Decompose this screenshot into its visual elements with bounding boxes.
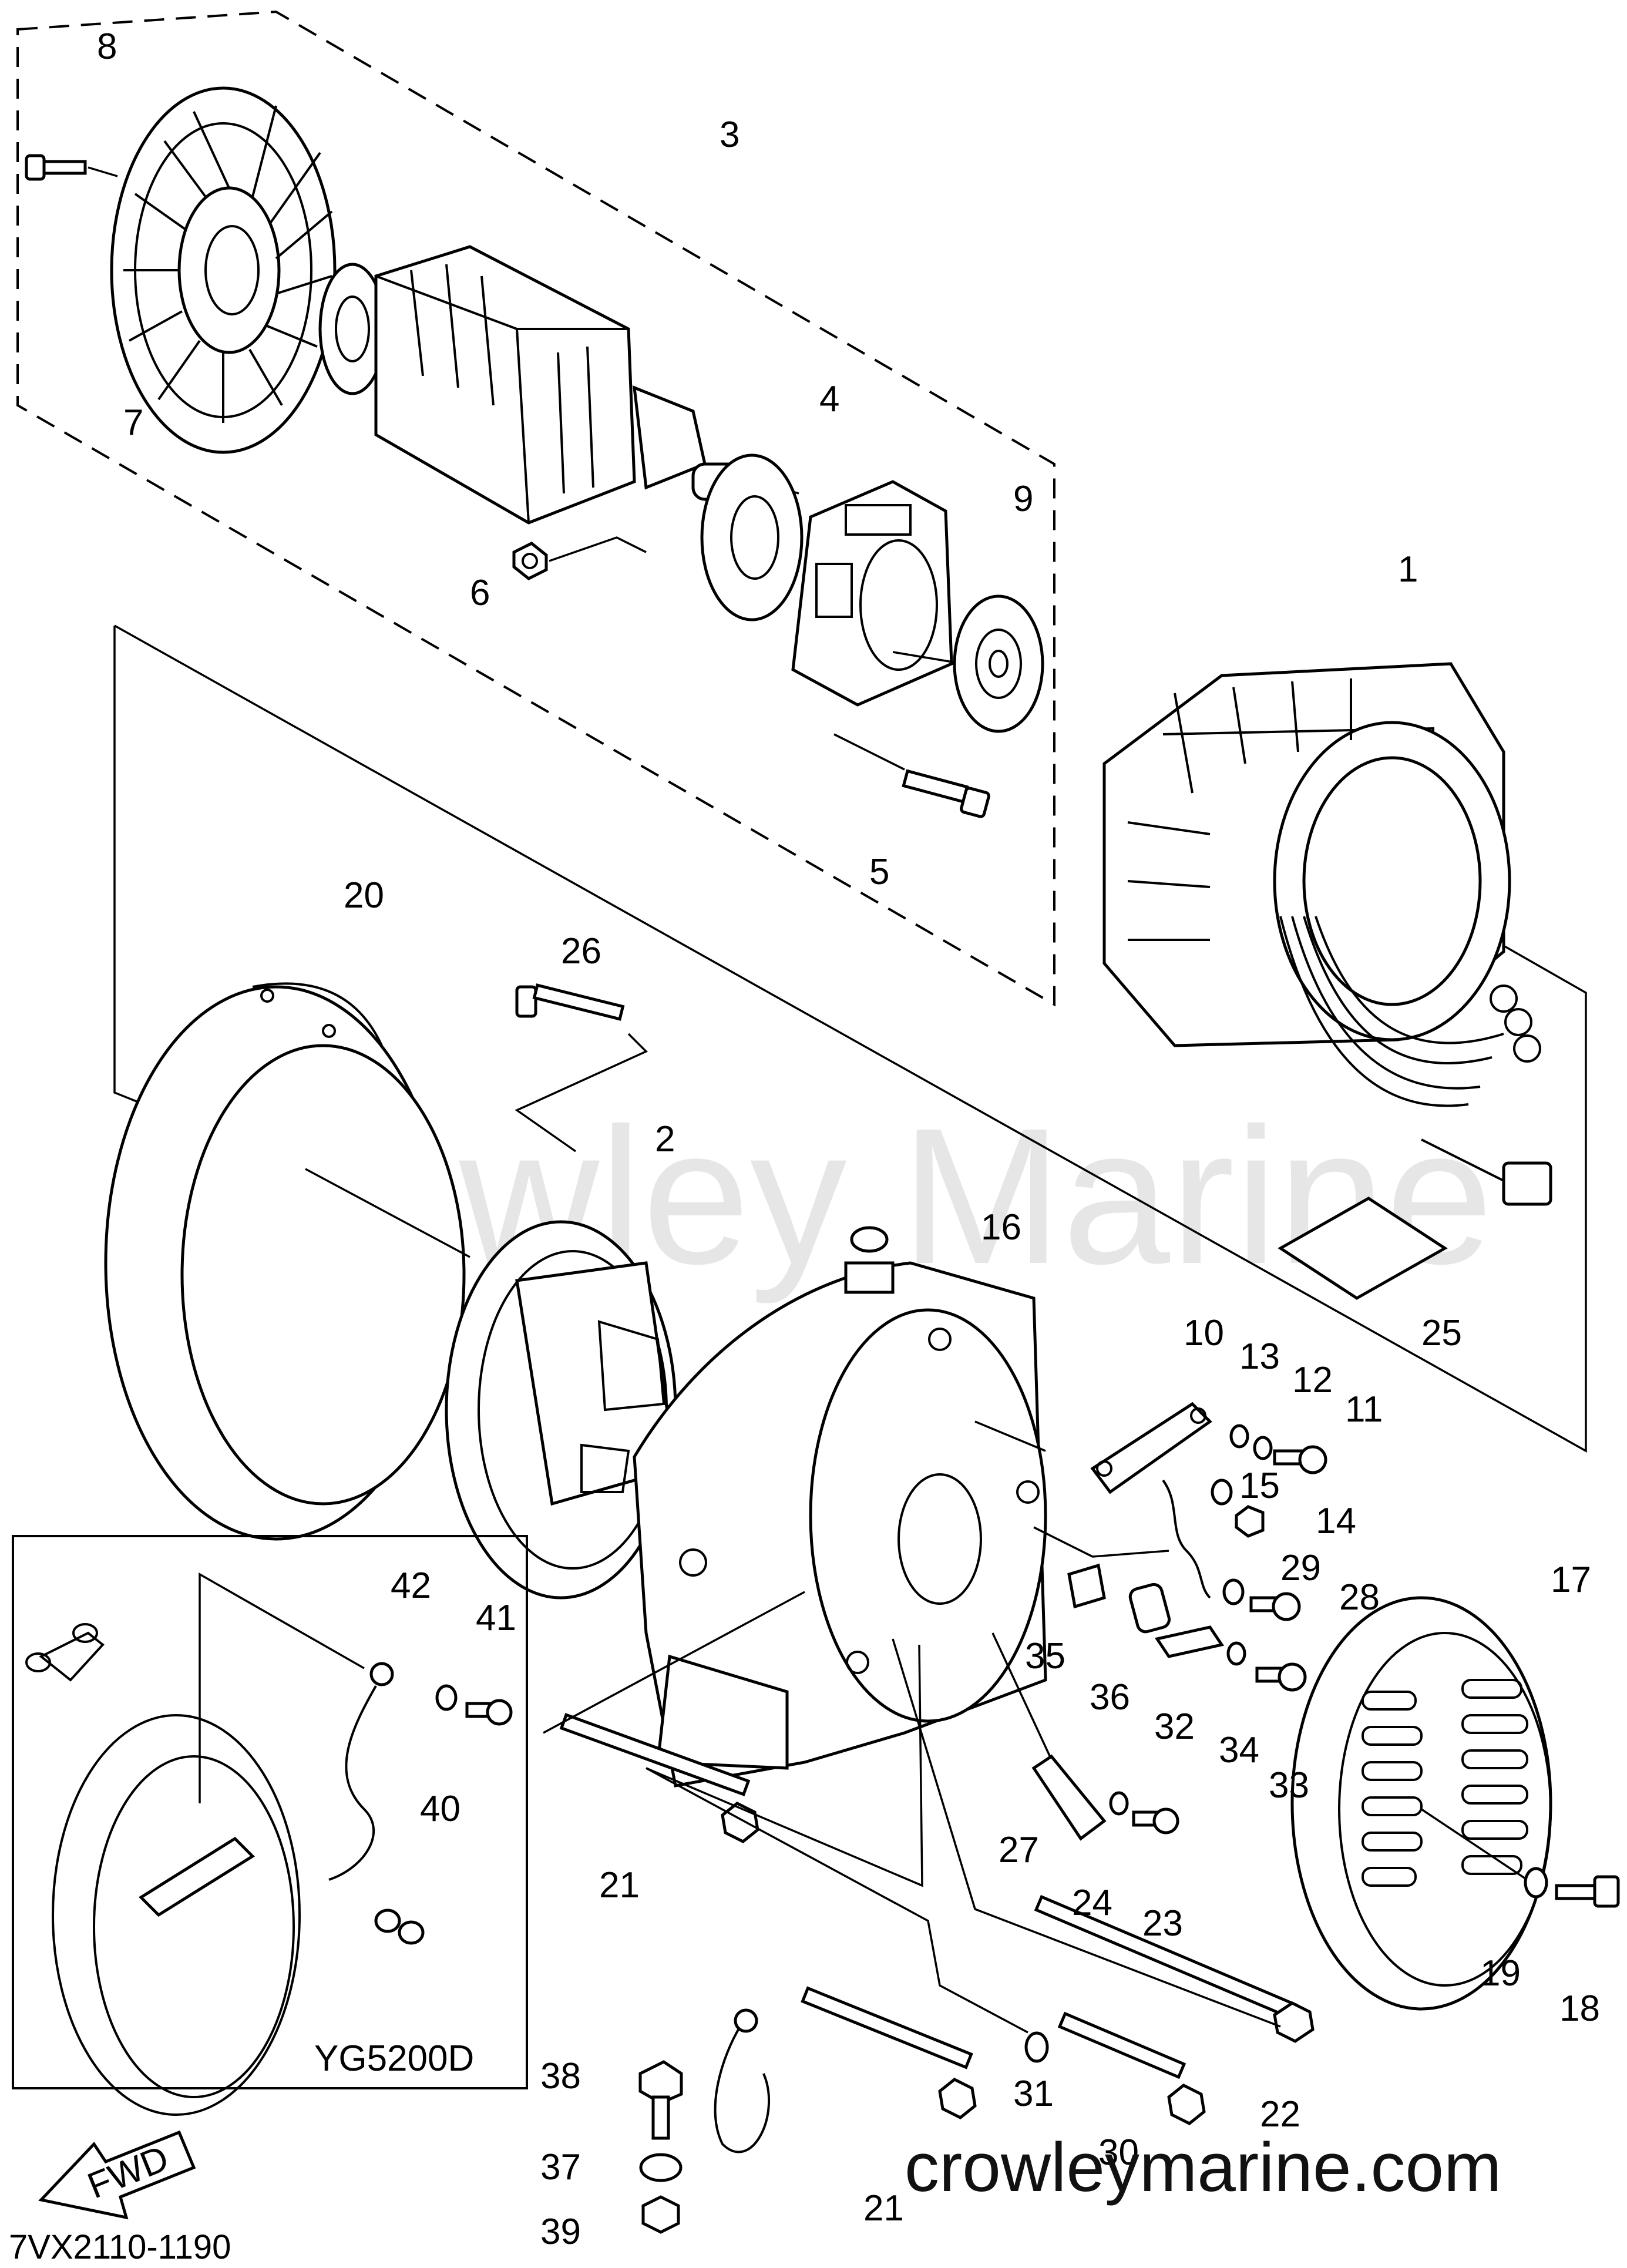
callout-32: 32 bbox=[1154, 1706, 1195, 1747]
ground-wire bbox=[714, 2008, 770, 2153]
callout-39: 39 bbox=[540, 2212, 581, 2252]
callout-11: 11 bbox=[1345, 1389, 1383, 1430]
callout-4: 4 bbox=[819, 379, 839, 419]
rotor-assembly-boundary bbox=[16, 10, 1055, 1007]
callout-35: 35 bbox=[1025, 1636, 1065, 1676]
callout-28: 28 bbox=[1339, 1577, 1380, 1618]
callout-labels: 3 8 7 4 9 6 1 5 20 26 2 16 25 10 13 12 1… bbox=[97, 26, 1600, 2252]
callout-38: 38 bbox=[540, 2056, 581, 2096]
inset-yg5200d bbox=[12, 1535, 528, 2116]
stator-cover-band bbox=[104, 982, 470, 1541]
rotor bbox=[318, 245, 799, 525]
end-cover bbox=[1290, 1596, 1552, 2011]
generator-housing bbox=[633, 1226, 1047, 1787]
callout-10: 10 bbox=[1184, 1313, 1224, 1353]
washer-31 bbox=[1024, 2031, 1049, 2063]
callout-21-lower: 21 bbox=[863, 2188, 904, 2229]
screw-11 bbox=[1273, 1445, 1327, 1474]
diode-35 bbox=[1067, 1563, 1106, 1609]
washer-37 bbox=[639, 2153, 683, 2182]
bolt-18 bbox=[1555, 1875, 1620, 1908]
inset-model-label: YG5200D bbox=[314, 2038, 474, 2079]
capacitor-36 bbox=[1128, 1582, 1171, 1634]
callout-14: 14 bbox=[1316, 1501, 1356, 1541]
fan-bolt bbox=[25, 154, 118, 181]
washer-19 bbox=[1524, 1867, 1548, 1899]
callout-27: 27 bbox=[999, 1830, 1039, 1870]
callout-36: 36 bbox=[1090, 1677, 1130, 1718]
callout-41: 41 bbox=[476, 1598, 516, 1638]
brush-holder bbox=[974, 1402, 1212, 1494]
callout-16: 16 bbox=[981, 1207, 1021, 1248]
callout-22: 22 bbox=[1260, 2094, 1300, 2135]
nut-39 bbox=[641, 2195, 680, 2234]
callout-37: 37 bbox=[540, 2147, 581, 2188]
rotor-collar bbox=[700, 453, 804, 621]
callout-1: 1 bbox=[1398, 549, 1418, 590]
website-label: crowleymarine.com bbox=[905, 2129, 1501, 2206]
stator-bolt bbox=[515, 983, 648, 1153]
brush-bracket bbox=[791, 480, 964, 707]
washer-29 bbox=[1222, 1578, 1245, 1605]
washer-24 bbox=[1109, 1791, 1129, 1816]
screw-28 bbox=[1249, 1592, 1301, 1621]
bolt-38 bbox=[638, 2060, 683, 2140]
callout-30: 30 bbox=[1098, 2132, 1139, 2173]
washer-34 bbox=[1226, 1641, 1246, 1666]
spring-wire bbox=[1162, 1479, 1211, 1599]
callout-18: 18 bbox=[1559, 1988, 1600, 2029]
insulation-pad bbox=[1278, 1197, 1448, 1300]
callout-15: 15 bbox=[1239, 1466, 1280, 1506]
callout-42: 42 bbox=[391, 1565, 431, 1606]
callout-12: 12 bbox=[1292, 1360, 1333, 1400]
screw-33 bbox=[1255, 1662, 1307, 1692]
forward-arrow-icon: FWD bbox=[38, 2130, 196, 2220]
bracket-27 bbox=[1031, 1754, 1107, 1841]
callout-40: 40 bbox=[420, 1789, 460, 1829]
bracket-32 bbox=[1154, 1625, 1225, 1658]
callout-33: 33 bbox=[1269, 1765, 1309, 1806]
callout-24: 24 bbox=[1072, 1883, 1112, 1923]
callout-5: 5 bbox=[869, 852, 889, 892]
callout-31: 31 bbox=[1013, 2074, 1054, 2114]
cooling-fan bbox=[110, 86, 337, 454]
nut-14 bbox=[1235, 1505, 1265, 1538]
through-bolt-21-lower bbox=[801, 1986, 977, 2119]
screw-23 bbox=[1132, 1807, 1179, 1834]
callout-25: 25 bbox=[1421, 1313, 1462, 1353]
washer-12 bbox=[1253, 1436, 1273, 1460]
callout-23: 23 bbox=[1142, 1903, 1183, 1944]
washer-15 bbox=[1211, 1479, 1233, 1506]
callout-19: 19 bbox=[1480, 1953, 1521, 1994]
washer-13 bbox=[1229, 1424, 1249, 1449]
stator bbox=[1102, 662, 1552, 1206]
callout-8: 8 bbox=[97, 26, 117, 67]
bolt-30 bbox=[1057, 2011, 1206, 2125]
callout-2: 2 bbox=[655, 1119, 675, 1160]
callout-6: 6 bbox=[470, 573, 490, 613]
rotor-through-bolt bbox=[833, 733, 990, 818]
callout-26: 26 bbox=[561, 931, 601, 972]
callout-20: 20 bbox=[344, 875, 384, 916]
callout-9: 9 bbox=[1013, 479, 1033, 519]
diagram-code: 7VX2110-1190 bbox=[9, 2228, 231, 2266]
callout-21-upper: 21 bbox=[599, 1865, 640, 1906]
callout-13: 13 bbox=[1239, 1336, 1280, 1377]
through-bolt-21-upper bbox=[543, 1591, 805, 1843]
rotor-bearing bbox=[953, 594, 1044, 733]
callout-34: 34 bbox=[1219, 1730, 1259, 1770]
callout-7: 7 bbox=[123, 402, 143, 443]
rotor-nut bbox=[512, 536, 647, 580]
callout-29: 29 bbox=[1280, 1548, 1321, 1588]
callout-3: 3 bbox=[720, 115, 739, 155]
field-coil bbox=[445, 1220, 677, 1600]
callout-17: 17 bbox=[1551, 1560, 1591, 1600]
